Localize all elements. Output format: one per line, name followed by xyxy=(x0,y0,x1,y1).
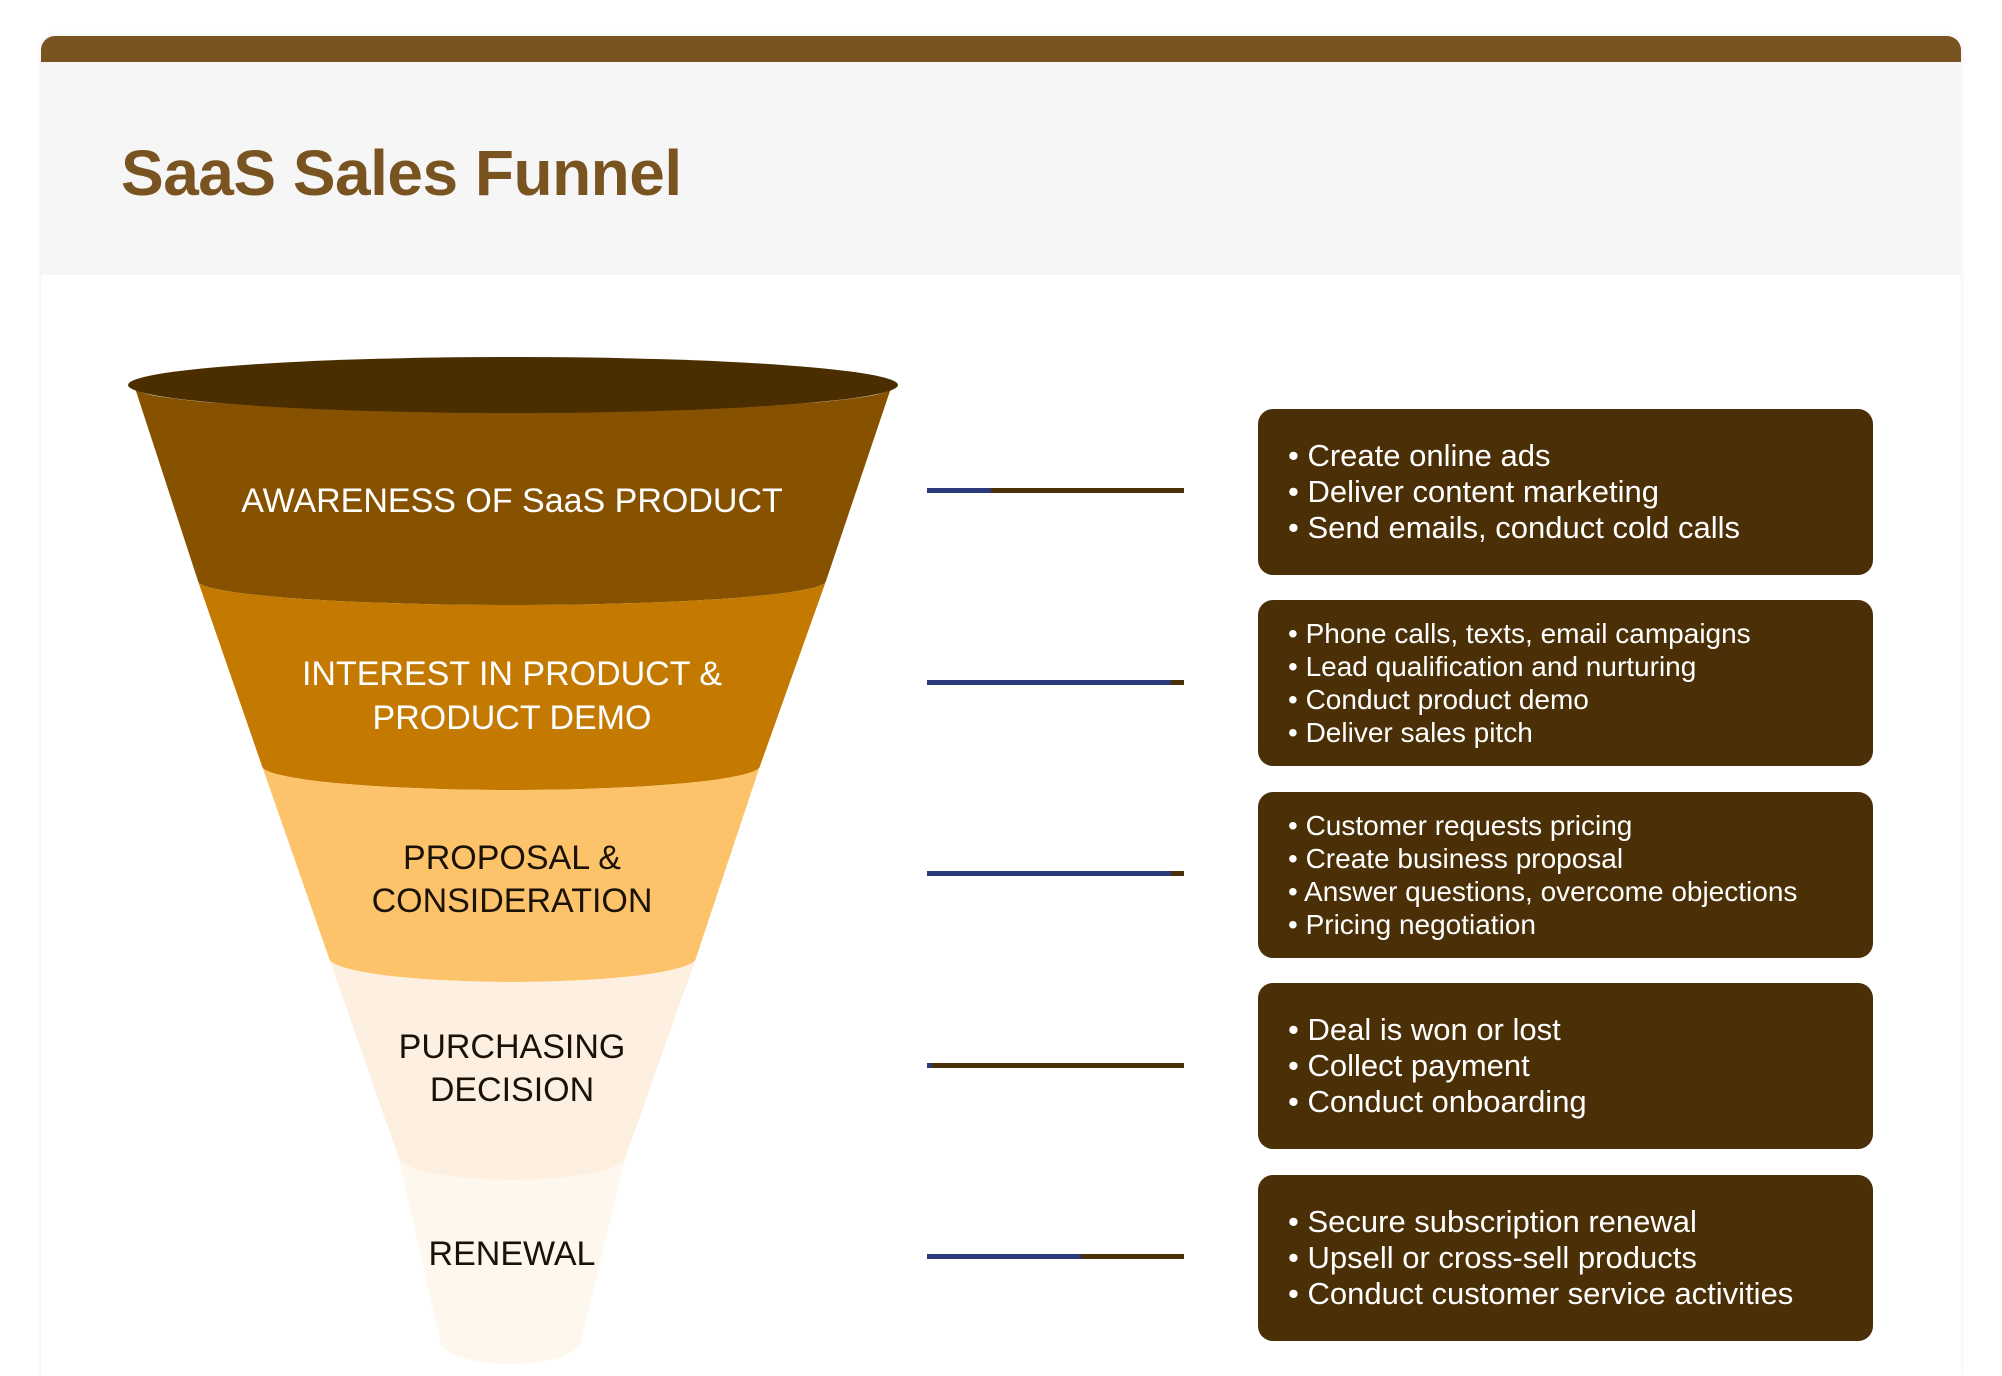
connector-line xyxy=(927,1254,1184,1259)
action-item: • Upsell or cross-sell products xyxy=(1288,1240,1697,1275)
funnel-stage-awareness xyxy=(135,388,891,605)
funnel-stage-proposal xyxy=(262,766,760,982)
action-box-proposal: • Customer requests pricing• Create busi… xyxy=(1258,792,1873,958)
action-item: • Send emails, conduct cold calls xyxy=(1288,510,1740,545)
action-item: • Create online ads xyxy=(1288,438,1551,473)
action-box-interest: • Phone calls, texts, email campaigns• L… xyxy=(1258,600,1873,766)
stage-label-proposal: PROPOSAL & xyxy=(403,839,621,877)
stage-label-purchasing: PURCHASING xyxy=(399,1028,626,1066)
stage-label-proposal: CONSIDERATION xyxy=(372,882,653,920)
action-item: • Conduct product demo xyxy=(1288,684,1589,715)
connector-line xyxy=(927,871,1184,876)
stage-label-awareness: AWARENESS OF SaaS PRODUCT xyxy=(241,482,783,520)
action-item: • Deliver sales pitch xyxy=(1288,717,1533,748)
action-box-renewal: • Secure subscription renewal• Upsell or… xyxy=(1258,1175,1873,1341)
stage-label-interest: INTEREST IN PRODUCT & xyxy=(302,655,722,693)
action-item: • Create business proposal xyxy=(1288,843,1624,874)
action-item: • Conduct onboarding xyxy=(1288,1084,1587,1119)
action-item: • Deliver content marketing xyxy=(1288,474,1659,509)
action-item: • Answer questions, overcome objections xyxy=(1288,876,1798,907)
action-item: • Deal is won or lost xyxy=(1288,1012,1561,1047)
page-title: SaaS Sales Funnel xyxy=(121,137,682,209)
stage-label-renewal: RENEWAL xyxy=(429,1235,596,1273)
funnel-stage-purchasing xyxy=(329,958,696,1180)
action-item: • Customer requests pricing xyxy=(1288,810,1633,841)
funnel-stage-renewal xyxy=(398,1156,626,1364)
connector-line xyxy=(927,680,1184,685)
stage-label-interest: PRODUCT DEMO xyxy=(373,699,652,737)
action-item: • Phone calls, texts, email campaigns xyxy=(1288,618,1751,649)
connector-line xyxy=(927,488,1184,493)
header xyxy=(41,62,1961,275)
action-item: • Secure subscription renewal xyxy=(1288,1204,1697,1239)
connector-line xyxy=(927,1063,1184,1068)
funnel-stage-interest xyxy=(198,581,826,790)
action-box-awareness: • Create online ads• Deliver content mar… xyxy=(1258,409,1873,575)
top-accent-bar xyxy=(41,36,1961,62)
action-item: • Conduct customer service activities xyxy=(1288,1276,1794,1311)
stage-label-purchasing: DECISION xyxy=(430,1071,594,1109)
action-box-purchasing: • Deal is won or lost• Collect payment• … xyxy=(1258,983,1873,1149)
action-item: • Lead qualification and nurturing xyxy=(1288,651,1697,682)
action-item: • Pricing negotiation xyxy=(1288,909,1536,940)
action-item: • Collect payment xyxy=(1288,1048,1530,1083)
funnel-rim xyxy=(128,357,898,413)
